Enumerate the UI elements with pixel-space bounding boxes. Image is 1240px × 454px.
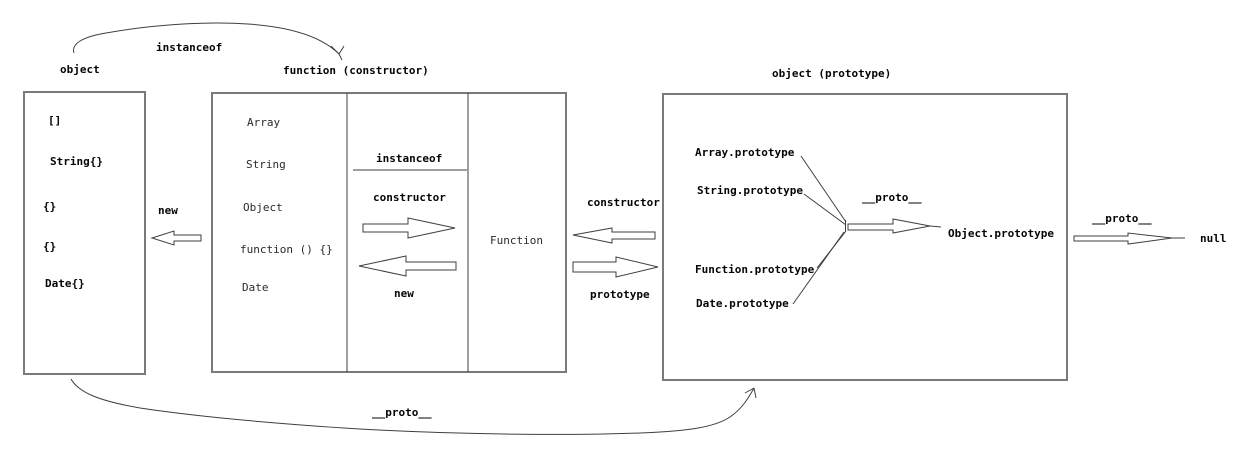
instanceof-top-label: instanceof	[156, 41, 223, 54]
function-cell-label: Function	[490, 234, 543, 247]
instance-box	[23, 91, 146, 375]
instance-box-title: object	[60, 63, 100, 76]
instanceof-middle-label: instanceof	[376, 152, 443, 165]
prototype-converge-lines	[792, 155, 847, 305]
instance-item: []	[48, 114, 62, 127]
constructor-item: Array	[247, 116, 281, 129]
constructor-link-label: constructor	[587, 196, 660, 209]
new-block-arrow-middle	[358, 255, 457, 277]
instance-item: {}	[43, 240, 57, 253]
prototype-link-arrow	[572, 256, 659, 278]
prototype-item: Function.prototype	[695, 263, 815, 276]
instance-item: {}	[43, 200, 57, 213]
prototype-item: String.prototype	[697, 184, 803, 197]
instance-item: String{}	[50, 155, 103, 168]
prototype-link-label: prototype	[590, 288, 650, 301]
constructor-middle-label: constructor	[373, 191, 446, 204]
proto-bottom-label: __proto__	[372, 406, 432, 419]
proto-block-arrow	[847, 218, 942, 234]
constructor-block-arrow-right	[362, 217, 456, 239]
new-block-arrow-left	[150, 230, 202, 246]
prototype-box	[662, 93, 1068, 381]
proto-curve-arrow	[70, 378, 757, 435]
object-prototype-label: Object.prototype	[948, 227, 1054, 240]
prototype-box-title: object (prototype)	[772, 67, 892, 80]
proto-null-arrow	[1073, 232, 1185, 245]
prototype-item: Array.prototype	[695, 146, 795, 159]
proto-inner-label: __proto__	[862, 191, 922, 204]
proto-right-label: __proto__	[1092, 212, 1152, 225]
constructor-item: function () {}	[240, 243, 333, 256]
constructor-item: Object	[243, 201, 283, 214]
null-label: null	[1200, 232, 1227, 245]
constructor-item: Date	[242, 281, 269, 294]
constructor-box-title: function (constructor)	[283, 64, 429, 77]
constructor-box	[211, 92, 567, 373]
new-left-label: new	[158, 204, 178, 217]
constructor-item: String	[246, 158, 286, 171]
constructor-link-arrow	[572, 227, 656, 244]
instance-item: Date{}	[45, 277, 85, 290]
instanceof-curve-arrow	[73, 22, 345, 61]
new-middle-label: new	[394, 287, 414, 300]
prototype-item: Date.prototype	[696, 297, 789, 310]
